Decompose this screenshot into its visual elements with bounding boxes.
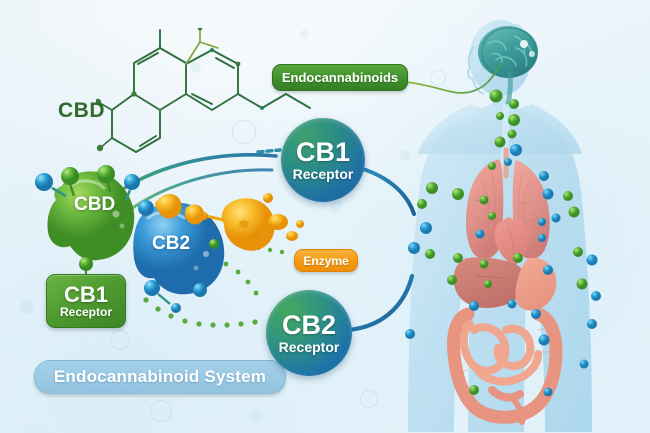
human-body-illustration	[396, 8, 650, 433]
cb1-receptor-circle-name: CB1	[295, 137, 350, 168]
enzyme-label[interactable]: Enzyme	[294, 249, 358, 272]
cb2-receptor-circle-name: CB2	[281, 310, 336, 341]
cb2-receptor-circle-type: Receptor	[278, 338, 340, 355]
cb1-receptor-card[interactable]: CB1 Receptor	[46, 274, 126, 328]
endocannabinoids-label[interactable]: Endocannabinoids	[272, 64, 408, 91]
cb1-receptor-card-type: Receptor	[59, 305, 112, 320]
cb1-receptor-card-name: CB1	[63, 282, 108, 308]
cb1-receptor-circle[interactable]: CB1 Receptor	[281, 118, 365, 202]
cbd-molecule-label: CBD	[58, 99, 105, 122]
cbd-molecule-structure	[96, 28, 316, 158]
cb2-receptor-circle[interactable]: CB2 Receptor	[266, 290, 352, 376]
cb1-receptor-circle-type: Receptor	[292, 165, 354, 182]
endocannabinoid-system-title: Endocannabinoid System	[34, 360, 286, 394]
